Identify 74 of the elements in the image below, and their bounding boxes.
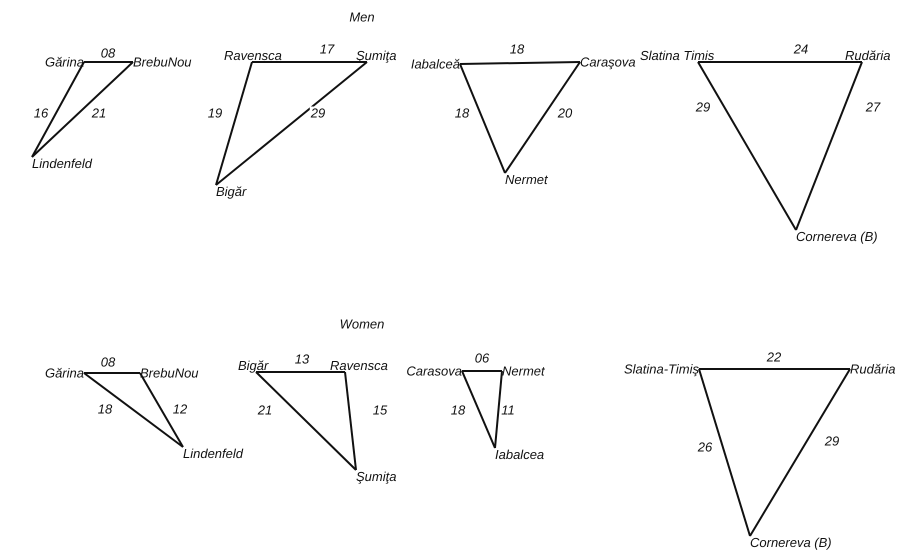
- edge-label: 18: [454, 106, 470, 120]
- connector-line: [84, 61, 133, 63]
- edge-label: 29: [310, 106, 326, 120]
- edge-label: 11: [500, 404, 516, 416]
- place-name: BrebuNou: [140, 366, 199, 380]
- connector-line: [462, 370, 502, 372]
- place-name: Carasova: [406, 364, 462, 378]
- connector-line: [84, 372, 140, 374]
- group-heading: Women: [340, 318, 384, 330]
- edge-label: 18: [508, 42, 526, 56]
- connector-line: [344, 372, 357, 470]
- edge-label: 06: [474, 352, 490, 364]
- place-name: Cornereva (B): [750, 536, 832, 549]
- place-name: Nermet: [502, 364, 545, 378]
- place-name: Bigăr: [216, 185, 246, 198]
- edge-label: 29: [824, 434, 840, 448]
- place-name: Lindenfeld: [32, 157, 92, 170]
- place-name: Lindenfeld: [183, 447, 243, 460]
- edge-label: 21: [90, 106, 108, 120]
- place-name: Ravensca: [330, 359, 388, 372]
- edge-label: 29: [694, 100, 712, 114]
- place-name: BrebuNou: [133, 56, 192, 68]
- edge-label: 17: [318, 42, 336, 56]
- connector-line: [459, 64, 506, 174]
- connector-line: [256, 371, 345, 373]
- place-name: Nermet: [505, 173, 548, 186]
- edge-label: 15: [372, 404, 388, 416]
- connector-line: [699, 368, 850, 370]
- connector-line: [31, 62, 85, 158]
- edge-label: 12: [172, 402, 188, 416]
- place-name: Caraşova: [580, 56, 636, 68]
- edge-label: 18: [450, 404, 466, 416]
- connector-line: [460, 61, 580, 65]
- edge-label: 08: [100, 46, 116, 60]
- edge-label: 27: [864, 100, 882, 114]
- connector-line: [795, 62, 863, 230]
- edge-label: 24: [792, 42, 810, 56]
- connector-line: [215, 62, 253, 186]
- connector-line: [698, 61, 862, 63]
- edge-label: 16: [32, 106, 50, 120]
- place-name: Iabalcea: [495, 448, 544, 461]
- edge-label: 08: [100, 356, 116, 368]
- connector-line: [697, 62, 797, 230]
- place-name: Ravensca: [224, 49, 282, 62]
- group-heading: Men: [349, 10, 375, 24]
- connector-line: [139, 372, 184, 448]
- connector-line: [215, 61, 368, 186]
- edge-label: 18: [96, 402, 114, 416]
- place-name: Slatina-Timiş: [624, 362, 699, 376]
- connector-line: [461, 370, 496, 448]
- edge-label: 21: [256, 404, 274, 416]
- connector-line: [494, 370, 503, 448]
- connector-line: [504, 61, 581, 174]
- place-name: Gărina: [44, 366, 84, 380]
- connector-line: [698, 368, 751, 536]
- edge-label: 13: [294, 352, 310, 366]
- place-name: Şumiţa: [356, 49, 396, 62]
- edge-label: 26: [696, 440, 714, 454]
- connector-line: [255, 371, 357, 471]
- connector-line: [83, 372, 184, 448]
- connector-line: [31, 61, 134, 158]
- edge-label: 20: [556, 106, 574, 120]
- place-name: Şumiţa: [356, 470, 396, 483]
- place-name: Bigăr: [238, 359, 268, 372]
- edge-label: 19: [206, 106, 224, 120]
- connector-line: [749, 368, 851, 537]
- connector-line: [252, 61, 367, 63]
- edge-label: 22: [766, 350, 782, 364]
- place-name: Slatina Timis: [640, 49, 714, 62]
- place-name: Rudăria: [850, 362, 896, 376]
- place-name: Gărina: [44, 56, 84, 68]
- place-name: Rudăria: [845, 49, 891, 62]
- place-name: Cornereva (B): [796, 230, 878, 243]
- place-name: Iabalceă: [410, 58, 460, 70]
